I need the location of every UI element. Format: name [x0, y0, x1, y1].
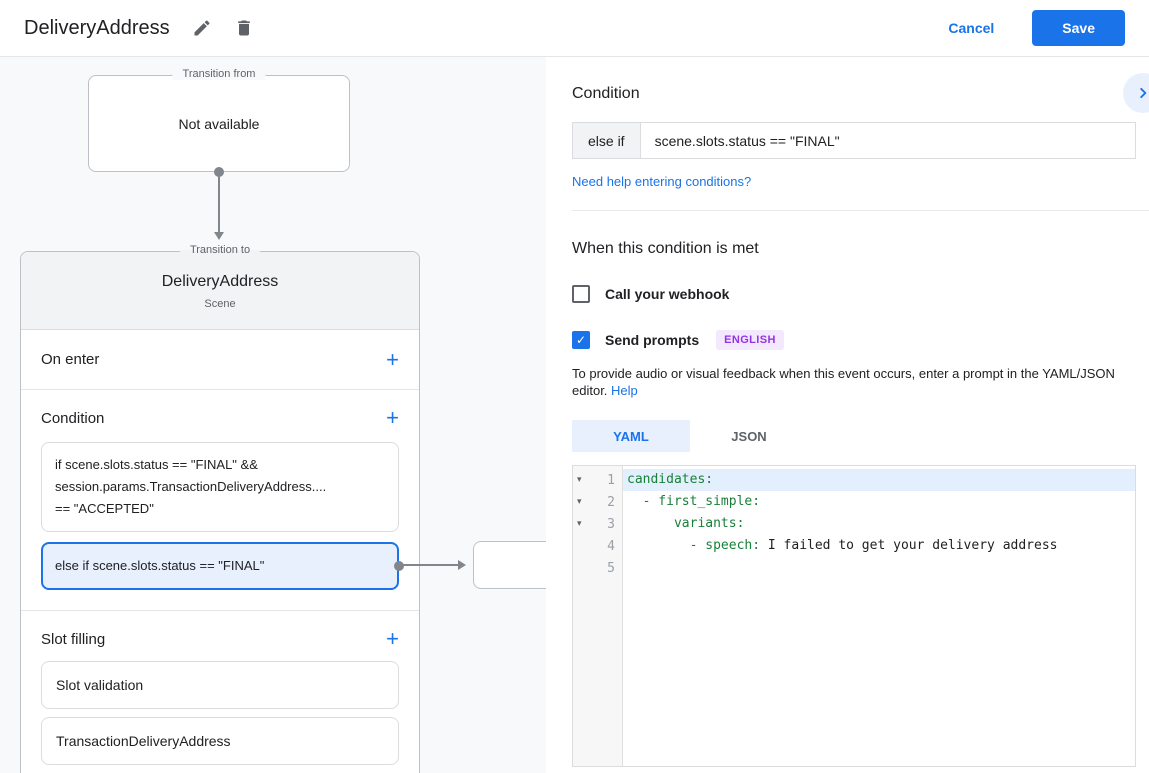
prompt-description: To provide audio or visual feedback when…	[572, 365, 1130, 399]
prompts-row: ✓ Send prompts ENGLISH	[572, 330, 1149, 350]
webhook-row: Call your webhook	[572, 285, 1149, 303]
transition-arrow-right	[402, 560, 466, 570]
code-line	[623, 557, 1135, 579]
panel-divider	[572, 210, 1149, 211]
condition-section: Condition + if scene.slots.status == "FI…	[21, 390, 419, 611]
editor-code-area[interactable]: candidates: - first_simple: variants: - …	[623, 466, 1135, 766]
condition-editor-panel: Condition else if Need help entering con…	[546, 57, 1149, 773]
yaml-key: - speech:	[627, 538, 761, 553]
condition-section-label: Condition	[41, 409, 105, 427]
connector-port-dot	[394, 561, 404, 571]
transition-arrow-down	[214, 167, 224, 240]
slot-filling-section: Slot filling + Slot validation Transacti…	[21, 611, 419, 773]
code-line: candidates:	[623, 469, 1135, 491]
check-icon: ✓	[575, 333, 587, 347]
condition-input-row: else if	[572, 122, 1136, 159]
slot-filling-label: Slot filling	[41, 630, 106, 648]
condition-text-line: if scene.slots.status == "FINAL" &&	[55, 457, 258, 472]
fold-arrow-icon[interactable]: ▾	[577, 497, 582, 507]
yaml-code-editor: ▾ 1 ▾ 2 ▾ 3 4 5 candidates: - first_sim	[572, 465, 1136, 767]
tab-yaml[interactable]: YAML	[572, 420, 690, 452]
app-header: DeliveryAddress Cancel Save	[0, 0, 1149, 57]
call-webhook-label: Call your webhook	[605, 286, 730, 302]
line-number: 1	[607, 472, 615, 488]
yaml-key: - first_simple:	[627, 494, 761, 509]
page-title: DeliveryAddress	[24, 16, 170, 39]
scene-diagram-canvas: Transition from Not available Transition…	[0, 57, 546, 773]
add-slot-button[interactable]: +	[386, 626, 399, 651]
collapse-panel-button[interactable]	[1123, 73, 1149, 113]
condition-expression-input[interactable]	[639, 122, 1136, 159]
condition-item-selected[interactable]: else if scene.slots.status == "FINAL"	[41, 542, 404, 590]
save-button[interactable]: Save	[1032, 10, 1125, 46]
edit-button[interactable]	[192, 18, 212, 38]
condition-text-line: session.params.TransactionDeliveryAddres…	[55, 479, 327, 494]
tab-json[interactable]: JSON	[731, 428, 767, 444]
transition-target-box[interactable]	[473, 541, 546, 589]
arrowhead-down-icon	[214, 232, 224, 240]
chevron-right-icon	[1136, 86, 1149, 100]
scene-card-header[interactable]: DeliveryAddress Scene	[21, 252, 419, 330]
yaml-value: I failed to get your delivery address	[760, 538, 1058, 553]
fold-arrow-icon[interactable]: ▾	[577, 475, 582, 485]
code-line: variants:	[623, 513, 1135, 535]
code-line: - speech: I failed to get your delivery …	[623, 535, 1135, 557]
fold-arrow-icon[interactable]: ▾	[577, 519, 582, 529]
call-webhook-checkbox[interactable]	[572, 285, 590, 303]
arrowhead-right-icon	[458, 560, 466, 570]
scene-card-subtitle: Scene	[204, 298, 236, 310]
transition-to-card: Transition to DeliveryAddress Scene On e…	[20, 244, 420, 773]
gutter-line: 4	[573, 535, 622, 557]
panel-title: Condition	[572, 85, 640, 102]
when-met-title: When this condition is met	[572, 240, 759, 257]
help-link[interactable]: Help	[611, 383, 638, 398]
transition-to-label: Transition to	[179, 244, 261, 256]
yaml-key: variants:	[627, 516, 745, 531]
connector-line	[402, 564, 459, 566]
on-enter-section: On enter +	[21, 330, 419, 390]
trash-icon	[234, 18, 254, 38]
delete-button[interactable]	[234, 18, 254, 38]
line-number: 3	[607, 516, 615, 532]
send-prompts-label: Send prompts	[605, 332, 700, 348]
code-line: - first_simple:	[623, 491, 1135, 513]
line-number: 5	[607, 560, 615, 576]
scene-card-title: DeliveryAddress	[161, 273, 279, 290]
yaml-key: candidates:	[627, 472, 714, 487]
slot-validation-item[interactable]: Slot validation	[41, 661, 399, 709]
gutter-line: ▾ 2	[573, 491, 622, 513]
connector-dot	[214, 167, 224, 177]
gutter-line: ▾ 1	[573, 469, 622, 491]
gutter-line: ▾ 3	[573, 513, 622, 535]
add-condition-button[interactable]: +	[386, 405, 399, 430]
condition-item[interactable]: if scene.slots.status == "FINAL" && sess…	[41, 442, 399, 532]
transition-from-content: Not available	[178, 115, 260, 132]
line-number: 2	[607, 494, 615, 510]
slot-transaction-item[interactable]: TransactionDeliveryAddress	[41, 717, 399, 765]
condition-prefix-label: else if	[572, 122, 640, 159]
pencil-icon	[192, 18, 212, 38]
cancel-button[interactable]: Cancel	[948, 20, 995, 36]
prompt-description-text: To provide audio or visual feedback when…	[572, 366, 1115, 398]
gutter-line: 5	[573, 557, 622, 579]
line-number: 4	[607, 538, 615, 554]
add-on-enter-button[interactable]: +	[386, 346, 399, 372]
editor-gutter: ▾ 1 ▾ 2 ▾ 3 4 5	[573, 466, 623, 766]
transition-from-box[interactable]: Transition from Not available	[88, 68, 350, 172]
language-badge: ENGLISH	[716, 330, 784, 350]
editor-format-tabs: YAML JSON	[572, 420, 1149, 452]
conditions-help-link[interactable]: Need help entering conditions?	[572, 174, 752, 189]
condition-text-line: == "ACCEPTED"	[55, 501, 154, 516]
connector-line	[218, 175, 220, 232]
send-prompts-checkbox[interactable]: ✓	[572, 331, 590, 349]
transition-from-label: Transition from	[172, 68, 266, 80]
condition-text-line: else if scene.slots.status == "FINAL"	[55, 558, 265, 573]
on-enter-label: On enter	[41, 351, 100, 368]
